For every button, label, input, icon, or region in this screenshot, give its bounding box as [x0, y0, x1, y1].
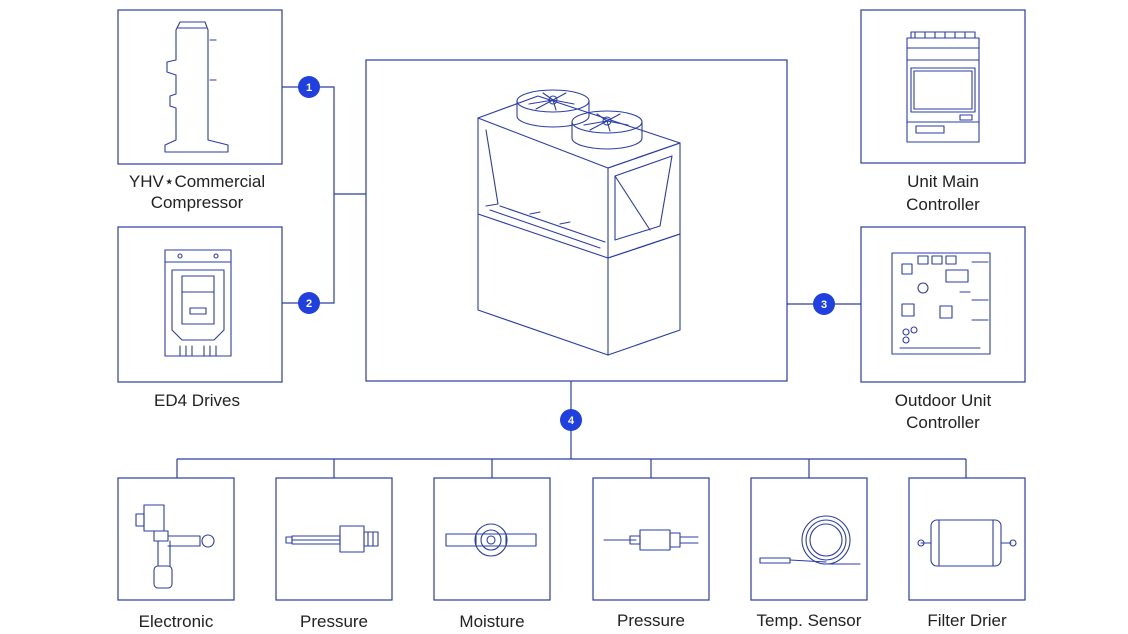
moisture-label: Moisture	[459, 612, 524, 631]
drives-label: ED4 Drives	[154, 391, 240, 410]
filter-drier-icon	[917, 519, 1017, 567]
pressure-1-card[interactable]	[275, 477, 393, 601]
circuit-board-icon	[891, 252, 991, 355]
main-controller-label-line-2: Controller	[906, 195, 980, 214]
outdoor-controller-label-line-2: Controller	[906, 413, 980, 432]
temp-sensor-label: Temp. Sensor	[757, 611, 862, 630]
pressure-transducer-icon	[285, 525, 379, 553]
pressure-2-card[interactable]	[592, 477, 710, 601]
electronic-label: Electronic	[139, 612, 214, 631]
main-controller-label-line-1: Unit Main	[907, 172, 979, 191]
compressor-card[interactable]	[117, 9, 283, 165]
compressor-label-line-2: Compressor	[151, 193, 244, 212]
svg-text:3: 3	[821, 299, 827, 311]
outdoor-unit-card[interactable]	[365, 59, 788, 382]
temperature-sensor-icon	[759, 515, 861, 565]
moisture-card[interactable]	[433, 477, 551, 601]
compressor-icon	[164, 21, 229, 153]
badge-3: 3	[813, 293, 835, 315]
compressor-label-line-1: YHV⋆Commercial	[129, 172, 265, 191]
filter-drier-card[interactable]	[908, 477, 1026, 601]
electronic-card[interactable]	[117, 477, 235, 601]
svg-text:1: 1	[306, 82, 312, 94]
svg-text:2: 2	[306, 298, 312, 310]
main-controller-card[interactable]	[860, 9, 1026, 164]
badge-1: 1	[298, 76, 320, 98]
pressure-switch-icon	[603, 529, 699, 551]
badge-2: 2	[298, 292, 320, 314]
controller-icon	[906, 31, 980, 143]
outdoor-controller-card[interactable]	[860, 226, 1026, 383]
drive-icon	[164, 249, 232, 357]
outdoor-controller-label-line-1: Outdoor Unit	[895, 391, 992, 410]
outdoor-unit-icon	[477, 89, 681, 356]
pressure-2-label: Pressure	[617, 611, 685, 630]
sight-glass-icon	[445, 523, 537, 557]
svg-text:4: 4	[568, 415, 575, 427]
expansion-valve-icon	[135, 504, 215, 589]
pressure-1-label: Pressure	[300, 612, 368, 631]
filter-drier-label: Filter Drier	[927, 611, 1007, 630]
badge-4: 4	[560, 409, 582, 431]
temp-sensor-card[interactable]	[750, 477, 868, 601]
drives-card[interactable]	[117, 226, 283, 383]
